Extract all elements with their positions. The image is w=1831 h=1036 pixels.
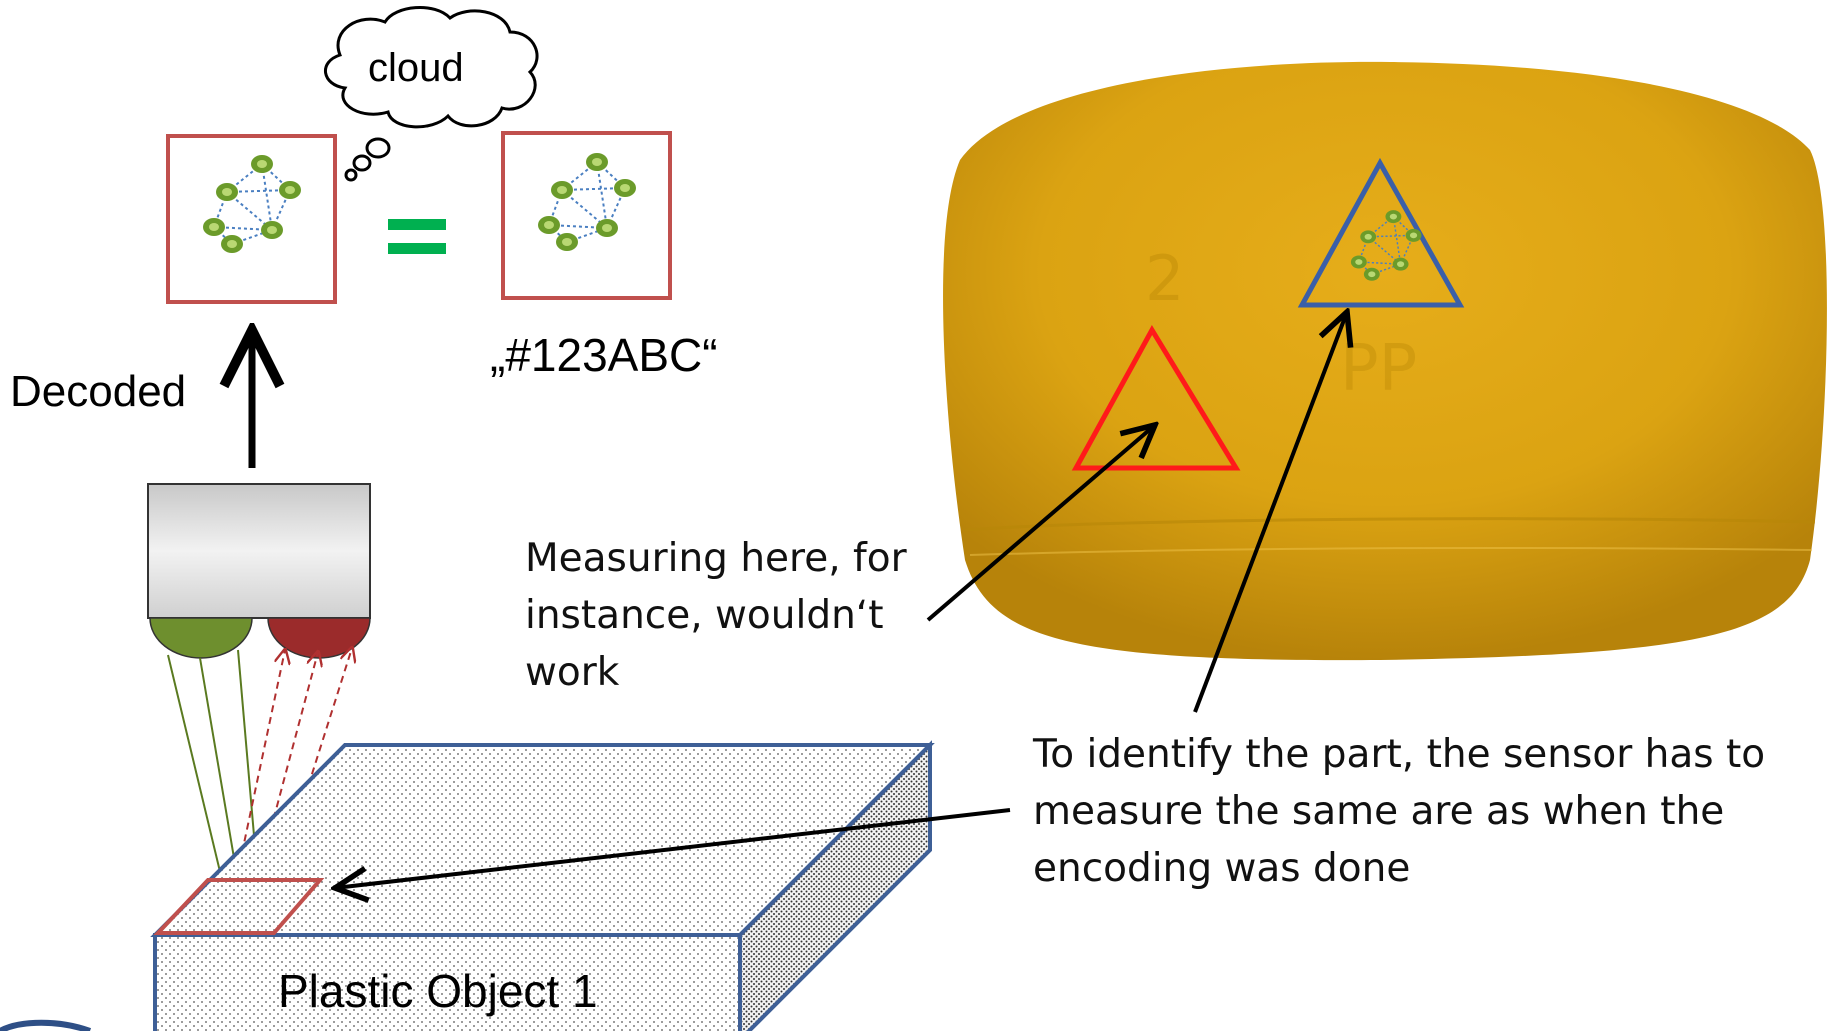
code-label: „#123ABC“ xyxy=(490,329,718,381)
decoded-label: Decoded xyxy=(10,367,187,416)
identify-part-note: To identify the part, the sensor has to … xyxy=(1033,732,1766,891)
camera-sensor-icon xyxy=(147,483,371,659)
plastic-part-photo: 2 PP xyxy=(943,61,1827,661)
decoded-fingerprint-box xyxy=(166,134,337,304)
cloud-label: cloud xyxy=(368,46,464,90)
thought-cloud-icon xyxy=(323,6,539,182)
measurement-area xyxy=(153,878,325,935)
arrow-to-red-triangle xyxy=(926,425,1155,622)
plastic-object-label: Plastic Object 1 xyxy=(278,965,598,1017)
svg-text:2: 2 xyxy=(1145,242,1184,315)
arrow-to-blue-triangle xyxy=(1193,312,1347,713)
arrow-to-measurement-area xyxy=(335,808,1011,888)
red-triangle-marker xyxy=(1071,325,1241,471)
plastic-object-block xyxy=(150,740,935,1036)
stored-fingerprint-box xyxy=(501,131,672,300)
measuring-here-note: Measuring here, for instance, wouldn‘t w… xyxy=(525,536,907,695)
svg-text:PP: PP xyxy=(1340,332,1417,406)
equals-sign xyxy=(388,219,446,254)
